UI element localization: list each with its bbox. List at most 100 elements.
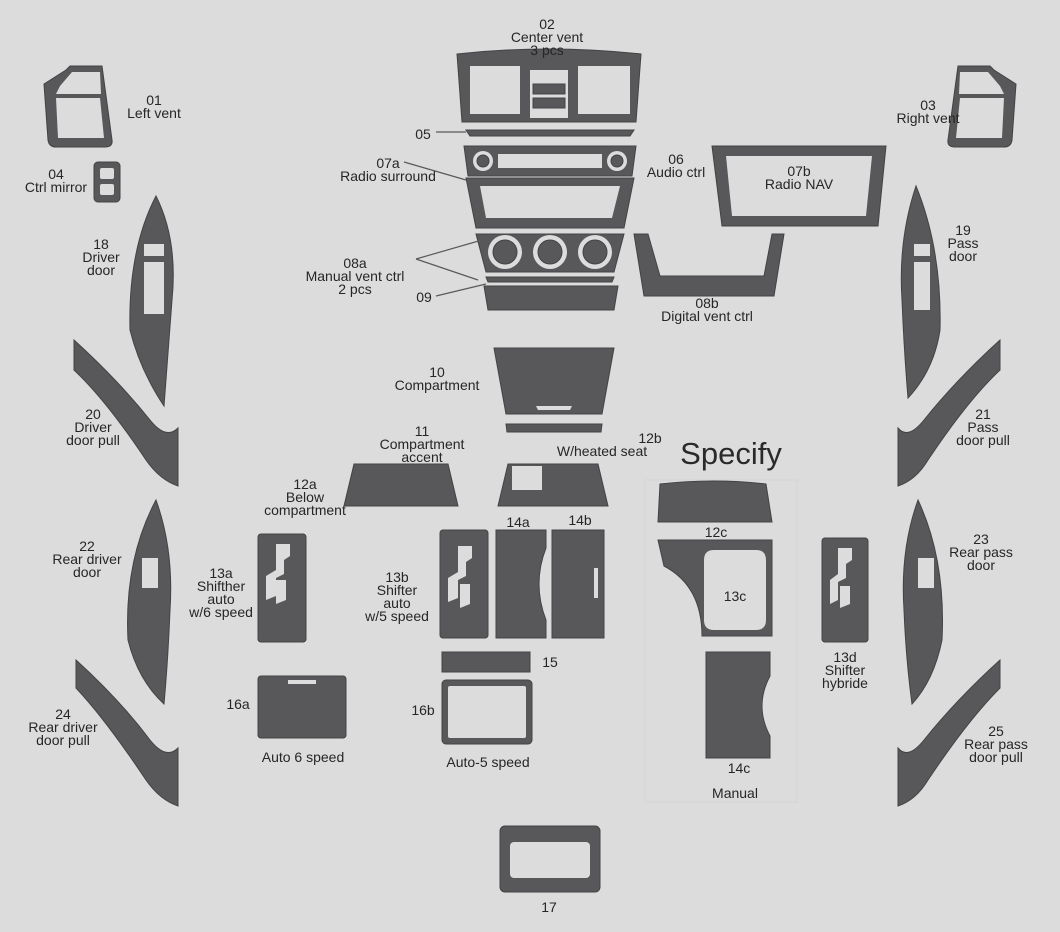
label-17: 17: [541, 899, 557, 915]
label-14c: 14c: [727, 760, 751, 776]
label-06-line1: Audio ctrl: [646, 164, 706, 180]
label-01: 01 Left vent: [127, 93, 181, 121]
label-13a-line3: w/6 speed: [189, 604, 253, 620]
label-02-line1: Center vent: [510, 29, 584, 45]
label-13c: 13c: [723, 588, 747, 604]
label-21-line2: door pull: [956, 432, 1010, 448]
label-05: 05: [415, 127, 431, 141]
label-23: 23 Rear pass door: [949, 532, 1013, 572]
label-14b-num: 14b: [568, 512, 592, 528]
label-13a: 13a Shifther auto w/6 speed: [189, 566, 253, 620]
label-07b: 07b Radio NAV: [765, 163, 833, 191]
part-13a-shape: [257, 533, 307, 643]
part-13c-shape: [657, 539, 773, 637]
label-08b-num: 08b: [695, 295, 719, 311]
label-20-num: 20: [85, 406, 101, 422]
label-19: 19 Pass door: [947, 223, 978, 264]
part-07a-radio-surround-shape: [465, 177, 635, 229]
label-13d-line2: hybride: [822, 675, 868, 691]
label-25: 25 Rear pass door pull: [964, 724, 1028, 764]
label-22: 22 Rear driver door: [52, 539, 122, 580]
part-06-audio-ctrl-shape: [463, 145, 637, 177]
manual-group-outline: [644, 479, 798, 803]
label-13b-num: 13b: [385, 569, 409, 585]
label-14c-num: 14c: [727, 760, 751, 776]
part-04-ctrl-mirror-shape: [93, 161, 121, 203]
label-13a-line1: Shifther: [196, 578, 246, 594]
label-11-line1: Compartment: [379, 436, 465, 452]
part-19-pass-door-shape: [900, 184, 941, 400]
part-12a-below-compartment-shape: [343, 463, 459, 507]
label-13b-line1: Shifter: [376, 582, 418, 598]
label-14a: 14a: [506, 514, 530, 530]
part-08b-digital-vent-ctrl-shape: [633, 233, 785, 297]
label-10: 10 Compartment: [395, 364, 480, 392]
label-13b-line2: auto: [383, 595, 411, 611]
label-08a-line2: 2 pcs: [338, 281, 372, 297]
label-14a-num: 14a: [506, 514, 530, 530]
label-12b-num: 12b: [638, 430, 662, 446]
label-12b-line1: W/heated seat: [556, 443, 648, 459]
label-22-line1: Rear driver: [52, 551, 122, 567]
label-24-line2: door pull: [36, 732, 90, 748]
label-08b-line1: Digital vent ctrl: [661, 308, 753, 324]
part-16a-shape: [257, 675, 347, 739]
label-12b: 12b W/heated seat: [542, 430, 662, 459]
label-08b: 08b Digital vent ctrl: [661, 295, 753, 324]
label-24-line1: Rear driver: [28, 719, 98, 735]
specify-title: Specify: [680, 436, 782, 471]
label-01-line1: Left vent: [127, 105, 181, 121]
label-16b-num: 16b: [411, 702, 435, 718]
part-14c-shape: [705, 651, 771, 759]
label-03-num: 03: [920, 97, 936, 113]
label-13c-num: 13c: [723, 588, 747, 604]
label-21-line1: Pass: [967, 419, 999, 435]
part-05-strip-shape: [465, 129, 635, 137]
part-09-trim-shape: [483, 276, 619, 311]
label-18-line2: door: [86, 262, 116, 278]
part-01-left-vent-shape: [43, 65, 113, 148]
label-14b: 14b: [568, 512, 592, 528]
caption-auto-5-speed: Auto-5 speed: [446, 754, 530, 770]
caption-manual: Manual: [712, 785, 758, 801]
label-12c: 12c: [705, 525, 728, 539]
label-02: 02 Center vent 3 pcs: [510, 16, 584, 58]
label-19-line2: door: [948, 248, 978, 264]
label-22-line2: door: [72, 564, 102, 580]
part-16b-shape: [441, 679, 533, 745]
label-02-line2: 3 pcs: [530, 42, 564, 58]
label-03: 03 Right vent: [896, 97, 960, 126]
label-02-num: 02: [539, 16, 555, 32]
part-13d-shape: [821, 537, 869, 643]
label-17-num: 17: [541, 899, 557, 915]
label-21: 21 Pass door pull: [956, 407, 1010, 448]
part-10-compartment-shape: [493, 347, 615, 415]
label-13b: 13b Shifter auto w/5 speed: [365, 569, 429, 623]
part-15-shape: [441, 651, 531, 673]
part-25-rear-pass-door-pull-shape: [897, 658, 1001, 807]
label-24: 24 Rear driver door pull: [28, 706, 98, 748]
label-12a-num: 12a: [293, 476, 317, 492]
label-03-line1: Right vent: [896, 110, 960, 126]
part-07b-radio-nav-shape: [711, 145, 887, 227]
part-12c-shape: [657, 480, 773, 523]
label-15: 15: [542, 654, 558, 670]
label-11: 11 Compartment accent: [379, 423, 465, 464]
caption-auto-6-speed: Auto 6 speed: [261, 749, 345, 765]
label-16a-num: 16a: [226, 696, 250, 712]
label-18: 18 Driver door: [82, 237, 119, 278]
part-21-pass-door-pull-shape: [897, 338, 1001, 487]
label-11-num: 11: [414, 423, 430, 439]
label-10-num: 10: [429, 364, 445, 380]
part-22-rear-driver-door-shape: [127, 498, 172, 706]
label-15-num: 15: [542, 654, 558, 670]
part-12b-heated-seat-shape: [497, 463, 609, 507]
label-06-num: 06: [668, 151, 684, 167]
leader-07a: [403, 161, 467, 181]
label-20-line2: door pull: [66, 432, 120, 448]
label-07b-num: 07b: [787, 163, 811, 179]
label-24-num: 24: [55, 706, 71, 722]
label-07a-line1: Radio surround: [340, 168, 436, 184]
label-06: 06 Audio ctrl: [646, 151, 706, 180]
